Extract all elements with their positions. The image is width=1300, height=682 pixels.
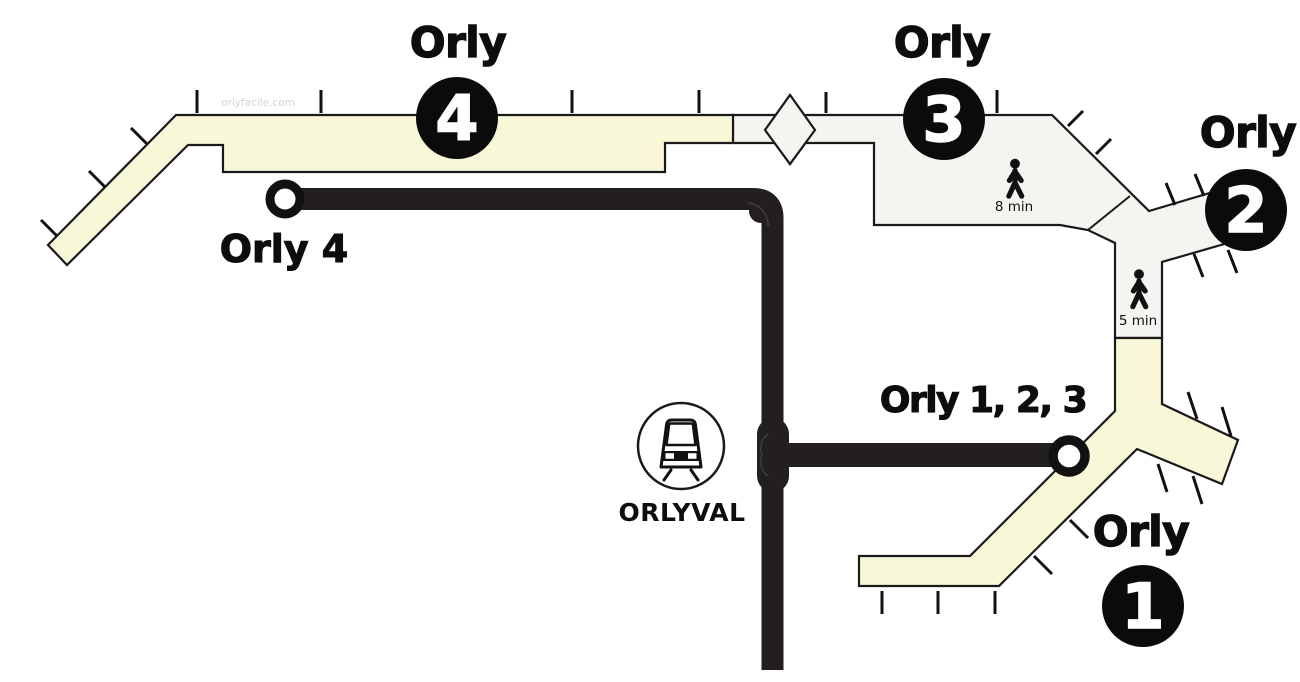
- orlyval-logo-label: ORLYVAL: [618, 498, 745, 527]
- gate-tick: [1094, 137, 1113, 156]
- gate-tick: [1068, 518, 1090, 540]
- terminal-4-header: Orly 4: [409, 17, 507, 159]
- station-label-orly-1-2-3: Orly 1, 2, 3: [880, 380, 1086, 421]
- station-label-orly-4: Orly 4: [220, 227, 349, 271]
- walk-time-8min: 8 min: [995, 199, 1033, 215]
- orlyval-logo: [636, 401, 726, 491]
- terminal-4-badge-circle: [416, 77, 498, 159]
- orlyval-line: [290, 188, 1053, 670]
- terminal-2-title: Orly: [1200, 108, 1296, 157]
- terminal-1-header: Orly 1: [1092, 506, 1190, 647]
- terminal-2-badge-circle: [1205, 169, 1287, 251]
- gate-tick: [1220, 406, 1233, 437]
- gate-tick: [129, 126, 149, 146]
- watermark-text: orlyfacile.com: [221, 97, 295, 109]
- gate-ticks: [39, 90, 1239, 614]
- terminal-1-badge-circle: [1102, 565, 1184, 647]
- terminal-2-badge-number: 2: [1224, 174, 1267, 247]
- station-marker-orly-4: [265, 179, 305, 219]
- elbow-accent-arc: [747, 202, 770, 227]
- gate-tick: [1192, 253, 1205, 278]
- terminal-2-header: Orly 2: [1199, 107, 1297, 251]
- gate-tick: [1191, 475, 1204, 505]
- station-marker-orly-1-2-3: [1048, 435, 1090, 477]
- terminal-3-title: Orly: [894, 18, 990, 67]
- gate-tick: [1164, 182, 1177, 206]
- walk-8min: 8 min: [995, 159, 1033, 215]
- gate-tick: [39, 218, 59, 238]
- train-icon: [659, 418, 703, 482]
- terminal-1-title: Orly: [1093, 507, 1189, 556]
- walk-5min: 5 min: [1119, 269, 1157, 329]
- terminal-1-shape: [857, 336, 1240, 588]
- line-elbow-joint: [749, 199, 773, 223]
- walk-time-5min: 5 min: [1119, 313, 1157, 329]
- diamond-connector: [763, 93, 817, 166]
- terminal-4-shape: [46, 113, 735, 267]
- tee-accent-arc: [759, 433, 769, 477]
- terminal-3-badge-number: 3: [922, 83, 965, 156]
- terminal-4-title: Orly: [410, 18, 506, 67]
- terminal-3-badge-circle: [903, 78, 985, 160]
- gate-tick: [1193, 173, 1206, 197]
- gate-tick: [87, 169, 107, 189]
- terminal-4-badge-number: 4: [435, 82, 478, 155]
- junction-divider-line: [1087, 195, 1131, 231]
- gate-tick: [1186, 391, 1199, 420]
- terminal-1-badge-number: 1: [1121, 570, 1164, 643]
- gate-tick: [1066, 109, 1085, 128]
- terminal-3-header: Orly 3: [893, 17, 991, 160]
- gate-tick: [1156, 463, 1169, 493]
- gate-tick: [1032, 554, 1054, 576]
- gate-tick: [1226, 249, 1239, 274]
